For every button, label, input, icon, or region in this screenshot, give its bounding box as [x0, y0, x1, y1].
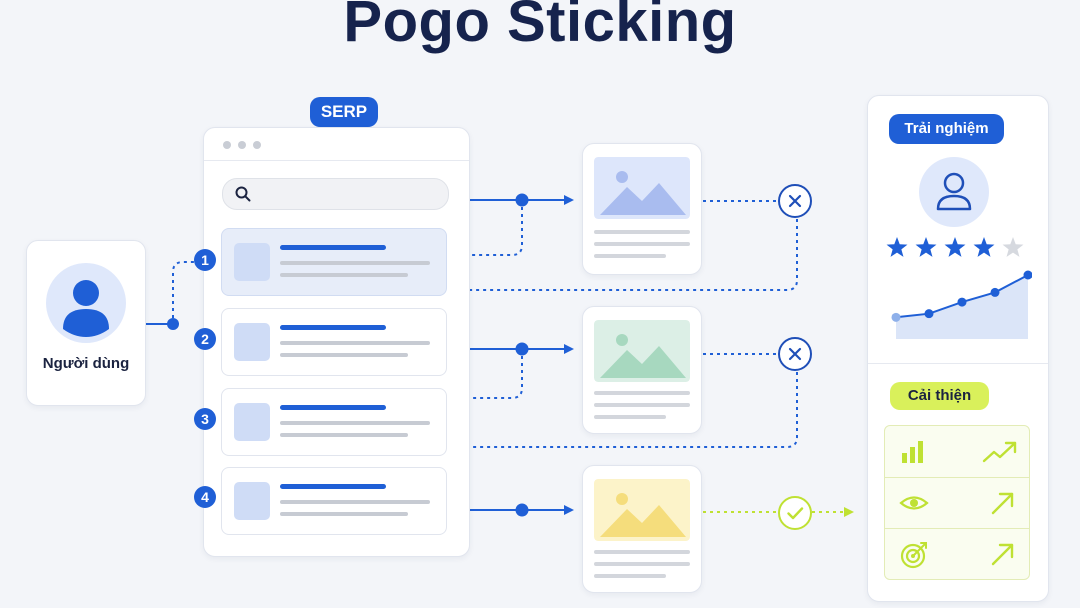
result-title-bar	[280, 325, 386, 330]
search-bar[interactable]	[222, 178, 449, 210]
result-number-badge: 1	[194, 249, 216, 271]
result-title-bar	[280, 245, 386, 250]
result-text-bar	[280, 353, 408, 357]
search-icon	[235, 186, 251, 202]
result-thumbnail	[234, 243, 270, 281]
window-dot	[253, 141, 261, 149]
result-thumbnail	[234, 403, 270, 441]
result-text-bar	[280, 261, 430, 265]
serp-label: SERP	[310, 97, 378, 127]
trend-chart	[891, 270, 1032, 339]
star-filled-icon	[973, 237, 995, 257]
result-thumbnail	[234, 323, 270, 361]
result-text-bar	[280, 341, 430, 345]
page-text-line	[594, 242, 690, 246]
page-text-line	[594, 254, 666, 258]
star-filled-icon	[915, 237, 937, 257]
panel-divider	[868, 363, 1048, 364]
landing-page-3	[582, 465, 702, 593]
page-text-line	[594, 230, 690, 234]
eye-icon	[899, 496, 929, 510]
result-number-badge: 2	[194, 328, 216, 350]
page-text-line	[594, 403, 690, 407]
page-text-line	[594, 574, 666, 578]
user-card: Người dùng	[26, 240, 146, 406]
check-icon	[778, 496, 812, 530]
result-text-bar	[280, 273, 408, 277]
image-placeholder-icon	[594, 479, 690, 541]
result-title-bar	[280, 484, 386, 489]
page-text-line	[594, 391, 690, 395]
star-filled-icon	[944, 237, 966, 257]
star-rating	[886, 237, 1024, 257]
result-text-bar	[280, 421, 430, 425]
trend-point	[990, 287, 1000, 297]
target-icon	[900, 542, 927, 569]
search-result-4[interactable]	[221, 467, 447, 535]
search-result-2[interactable]	[221, 308, 447, 376]
arrow-up-right-icon	[991, 492, 1014, 515]
trend-point	[924, 309, 934, 319]
window-dot	[238, 141, 246, 149]
page-text-line	[594, 415, 666, 419]
user-label: Người dùng	[42, 355, 130, 372]
improve-divider	[885, 528, 1029, 529]
result-text-bar	[280, 512, 408, 516]
result-number-badge: 4	[194, 486, 216, 508]
arrow-up-right-icon	[991, 543, 1014, 566]
close-icon	[778, 337, 812, 371]
improve-divider	[885, 477, 1029, 478]
improve-label: Cải thiện	[890, 382, 989, 410]
page-title: Pogo Sticking	[343, 0, 737, 54]
result-number-badge: 3	[194, 408, 216, 430]
result-text-bar	[280, 433, 408, 437]
search-result-3[interactable]	[221, 388, 447, 456]
trend-point	[1023, 270, 1032, 280]
bar-chart-icon	[902, 441, 923, 463]
user-icon	[46, 263, 126, 343]
search-result-1[interactable]	[221, 228, 447, 296]
user-avatar-icon	[919, 157, 989, 227]
trend-up-icon	[982, 441, 1017, 463]
landing-page-2	[582, 306, 702, 434]
image-placeholder-icon	[594, 320, 690, 382]
window-titlebar	[204, 128, 469, 161]
experience-label: Trải nghiệm	[889, 114, 1004, 144]
result-text-bar	[280, 500, 430, 504]
page-text-line	[594, 550, 690, 554]
landing-page-1	[582, 143, 702, 275]
trend-point	[957, 297, 967, 307]
star-filled-icon	[886, 237, 908, 257]
star-empty-icon	[1002, 237, 1024, 257]
close-icon	[778, 184, 812, 218]
result-title-bar	[280, 405, 386, 410]
window-dot	[223, 141, 231, 149]
trend-point	[891, 312, 901, 322]
page-text-line	[594, 562, 690, 566]
result-thumbnail	[234, 482, 270, 520]
image-placeholder-icon	[594, 157, 690, 219]
